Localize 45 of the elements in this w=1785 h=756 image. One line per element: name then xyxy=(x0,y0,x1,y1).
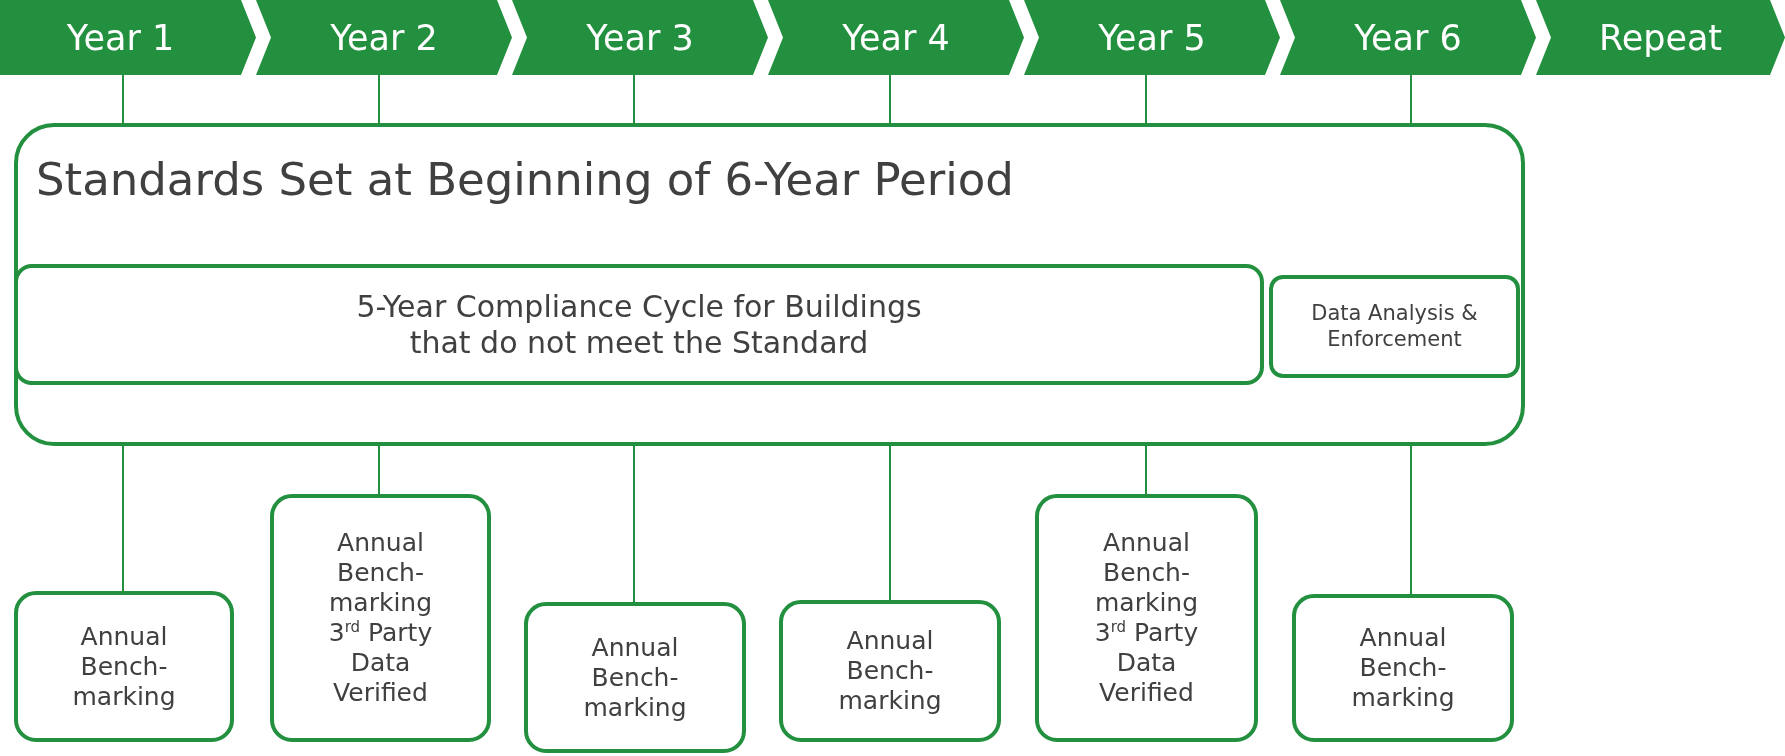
connector-line xyxy=(889,74,891,124)
box-label: Annual Bench- marking xyxy=(1350,623,1456,713)
year-label: Year 4 xyxy=(842,16,950,59)
box-label: Annual Bench- marking xyxy=(71,621,177,712)
connector-line xyxy=(1410,74,1412,124)
box-label: Annual Bench- marking xyxy=(327,528,434,618)
process-box xyxy=(1292,594,1514,742)
timeline-step xyxy=(512,0,768,75)
process-box xyxy=(270,494,491,742)
timeline-step xyxy=(256,0,512,75)
connector-line xyxy=(1145,445,1147,495)
timeline-step xyxy=(768,0,1024,75)
process-box xyxy=(779,600,1001,742)
timeline-step xyxy=(1024,0,1280,75)
connector-line xyxy=(378,74,380,124)
box-label: 3$^{rd}$ Party Data Verified xyxy=(1093,618,1200,708)
process-box xyxy=(524,602,746,753)
connector-line xyxy=(122,445,124,592)
process-box xyxy=(1269,275,1520,378)
connector-line xyxy=(1410,445,1412,595)
box-label: 3$^{rd}$ Party Data Verified xyxy=(327,618,434,708)
year-label: Year 6 xyxy=(1354,16,1462,59)
connector-line xyxy=(122,74,124,124)
year-label: Repeat xyxy=(1598,16,1723,59)
process-box xyxy=(14,591,234,742)
box-label: Annual Bench- marking xyxy=(837,626,943,716)
connector-line xyxy=(633,74,635,124)
connector-line xyxy=(1145,74,1147,124)
timeline-step xyxy=(1280,0,1536,75)
process-box xyxy=(1035,494,1258,742)
year-label: Year 5 xyxy=(1098,16,1206,59)
box-title: Standards Set at Beginning of 6-Year Period xyxy=(36,153,1014,207)
connector-line xyxy=(633,445,635,603)
period-box xyxy=(14,123,1525,446)
box-label: Annual Bench- marking xyxy=(582,632,688,723)
connector-line xyxy=(378,445,380,495)
year-label: Year 1 xyxy=(66,16,175,59)
connector-line xyxy=(889,445,891,601)
box-label: 5-Year Compliance Cycle for Buildings that do not meet the Standard xyxy=(355,288,923,361)
year-label: Year 3 xyxy=(586,16,694,59)
box-label: Annual Bench- marking xyxy=(1093,528,1200,618)
timeline-step xyxy=(1536,0,1785,75)
timeline-step xyxy=(0,0,256,75)
box-label: Data Analysis & Enforcement xyxy=(1310,301,1479,352)
year-label: Year 2 xyxy=(330,16,438,59)
